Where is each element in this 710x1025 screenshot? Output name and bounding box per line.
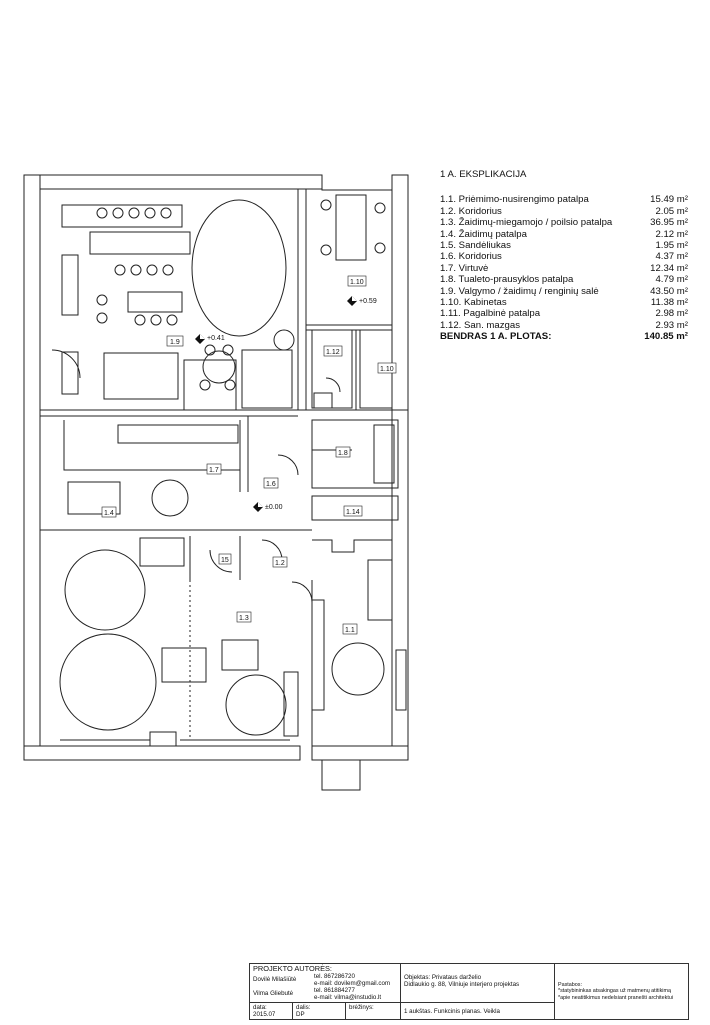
level-markers: +0.41 +0.59 ±0.00 (195, 296, 377, 512)
chairs-hall (96, 207, 236, 391)
room-label-1-10-side: 1.10 (380, 366, 394, 373)
authors-heading: PROJEKTO AUTORĖS: (253, 964, 332, 973)
explication-row: 1.3. Žaidimų-miegamojo / poilsio patalpa… (440, 217, 688, 229)
note-2: *apie neatitikimus nedelsiant pranešti a… (558, 994, 674, 1001)
room-label-1-2: 1.2 (275, 560, 285, 567)
authors-cell: PROJEKTO AUTORĖS: Dovilė Milašiūtė Vilma… (249, 963, 401, 1003)
explication-title: 1 A. EKSPLIKACIJA (440, 169, 527, 180)
note-1: *statybininkas atsakingas už matmenų ati… (558, 988, 671, 995)
level-marker-icon (195, 334, 205, 344)
level-marker-icon (253, 502, 263, 512)
part-label: dalis: (296, 1004, 311, 1011)
drawing-label: brėžinys: (349, 1004, 374, 1011)
object-line-1: Objektas: Privataus darželio (404, 974, 482, 981)
room-label-1-7: 1.7 (209, 467, 219, 474)
level-marker-icon (347, 296, 357, 306)
part-cell: dalis: DP (292, 1002, 346, 1020)
author-2: Vilma Gliebutė (253, 990, 294, 997)
object-cell: Objektas: Privataus darželio Didlaukio g… (400, 963, 555, 1003)
room-label-15: 15 (221, 557, 229, 564)
level-marker-office: +0.59 (359, 298, 377, 305)
drawing-title-cell: 1 aukštas. Funkcinis planas. Veikla (400, 1002, 555, 1020)
room-label-1-3: 1.3 (239, 615, 249, 622)
level-marker-hall: +0.41 (207, 335, 225, 342)
drawing-cell: brėžinys: (345, 1002, 401, 1020)
explication-total: BENDRAS 1 A. PLOTAS:140.85 m² (440, 331, 688, 343)
room-label-1-12: 1.12 (326, 349, 340, 356)
drawing-title: 1 aukštas. Funkcinis planas. Veikla (404, 1008, 500, 1015)
date-cell: data: 2015.07 (249, 1002, 293, 1020)
object-line-2: Didlaukio g. 88, Vilniuje interjero proj… (404, 981, 520, 989)
author-2-email: e-mail: vilma@instudio.lt (314, 994, 382, 1001)
room-label-1-8: 1.8 (338, 450, 348, 457)
explication-table: 1 A. EKSPLIKACIJA 1.1. Priėmimo-nusireng… (440, 169, 688, 343)
room-labels: 1.9 1.10 1.12 1.10 1.8 1.7 1.6 1.4 1.14 … (101, 275, 397, 635)
room-label-1-14: 1.14 (346, 509, 360, 516)
room-label-1-10-top: 1.10 (350, 279, 364, 286)
notes-heading: Pastabos: (558, 982, 582, 988)
level-marker-corridor: ±0.00 (265, 504, 283, 511)
room-label-1-1: 1.1 (345, 627, 355, 634)
author-1: Dovilė Milašiūtė (253, 976, 297, 983)
date-value: 2015.07 (253, 1011, 276, 1019)
room-label-1-6: 1.6 (266, 481, 276, 488)
date-label: data: (253, 1004, 267, 1011)
author-1-email: e-mail: dovilem@gmail.com (314, 980, 391, 987)
author-1-tel: tel. 867286720 (314, 973, 355, 980)
part-value: DP (296, 1011, 305, 1019)
notes-cell: Pastabos: *statybininkas atsakingas už m… (554, 963, 689, 1020)
room-label-1-4: 1.4 (104, 510, 114, 517)
room-label-1-9: 1.9 (170, 339, 180, 346)
title-block: PROJEKTO AUTORĖS: Dovilė Milašiūtė Vilma… (249, 963, 689, 1020)
wall-top-left (23, 174, 323, 190)
author-2-tel: tel. 861884277 (314, 987, 355, 994)
